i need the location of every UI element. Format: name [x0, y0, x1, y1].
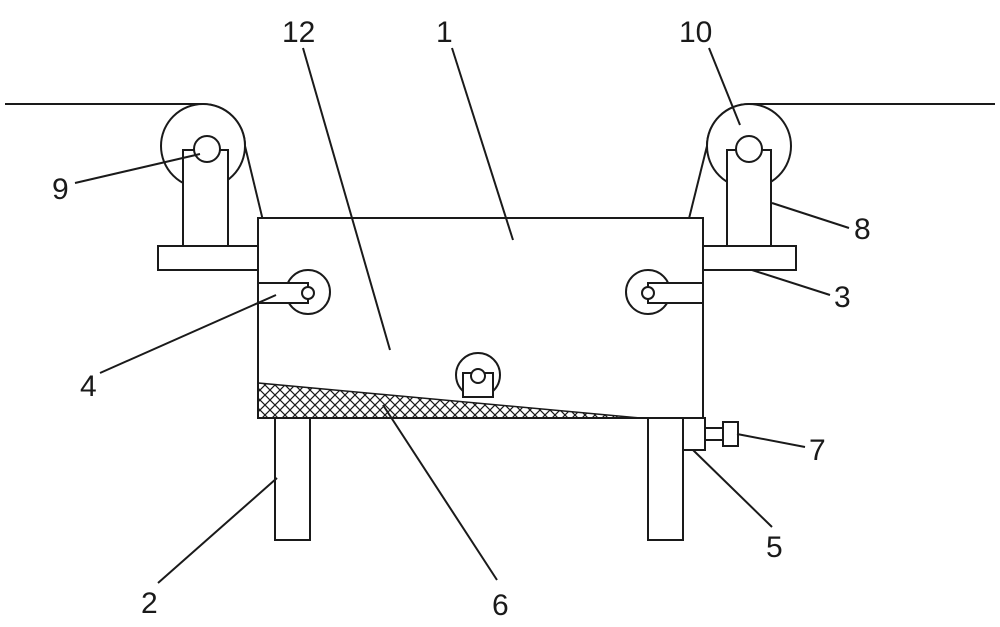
label-12: 12 [282, 16, 315, 49]
label-5: 5 [766, 531, 783, 564]
left-mounting-plate [157, 245, 259, 271]
label-9: 9 [52, 173, 69, 206]
right-mounting-plate [702, 245, 797, 271]
leader-9 [74, 153, 201, 184]
left-roller-axle [193, 135, 221, 163]
valve-handle [722, 421, 739, 447]
leader-12 [302, 47, 391, 351]
tank-right-guide-roller [625, 269, 704, 315]
left-roller-assembly [160, 103, 246, 247]
numeral-labels: 1 12 10 9 8 3 4 7 5 6 2 [52, 16, 871, 622]
right-roller-assembly [706, 103, 792, 247]
label-3: 3 [834, 281, 851, 314]
leader-5 [692, 449, 773, 528]
label-2: 2 [141, 587, 158, 620]
filter-layer [257, 382, 641, 419]
leader-3 [751, 269, 831, 296]
left-roller-stand [182, 149, 229, 247]
label-1: 1 [436, 16, 453, 49]
right-guide-roller-hub [641, 286, 655, 300]
label-7: 7 [809, 434, 826, 467]
right-roller-axle [735, 135, 763, 163]
label-8: 8 [854, 213, 871, 246]
valve-stem [704, 427, 724, 441]
left-support-leg [274, 417, 311, 541]
leader-lines [74, 47, 850, 584]
leader-2 [157, 477, 278, 584]
label-10: 10 [679, 16, 712, 49]
label-6: 6 [492, 589, 509, 622]
leader-8 [771, 202, 850, 229]
right-roller-stand [726, 149, 772, 247]
leader-7 [736, 433, 806, 448]
leader-10 [708, 47, 741, 126]
label-4: 4 [80, 370, 97, 403]
bottom-guide-roller-hub [470, 368, 486, 384]
tank-bottom-guide-roller [455, 352, 501, 398]
left-guide-roller-hub [301, 286, 315, 300]
leader-4 [99, 294, 277, 374]
right-bracket [647, 282, 704, 304]
leader-1 [451, 47, 514, 241]
right-support-leg [647, 417, 684, 541]
leader-6 [382, 404, 498, 581]
outlet-pipe [682, 417, 706, 451]
